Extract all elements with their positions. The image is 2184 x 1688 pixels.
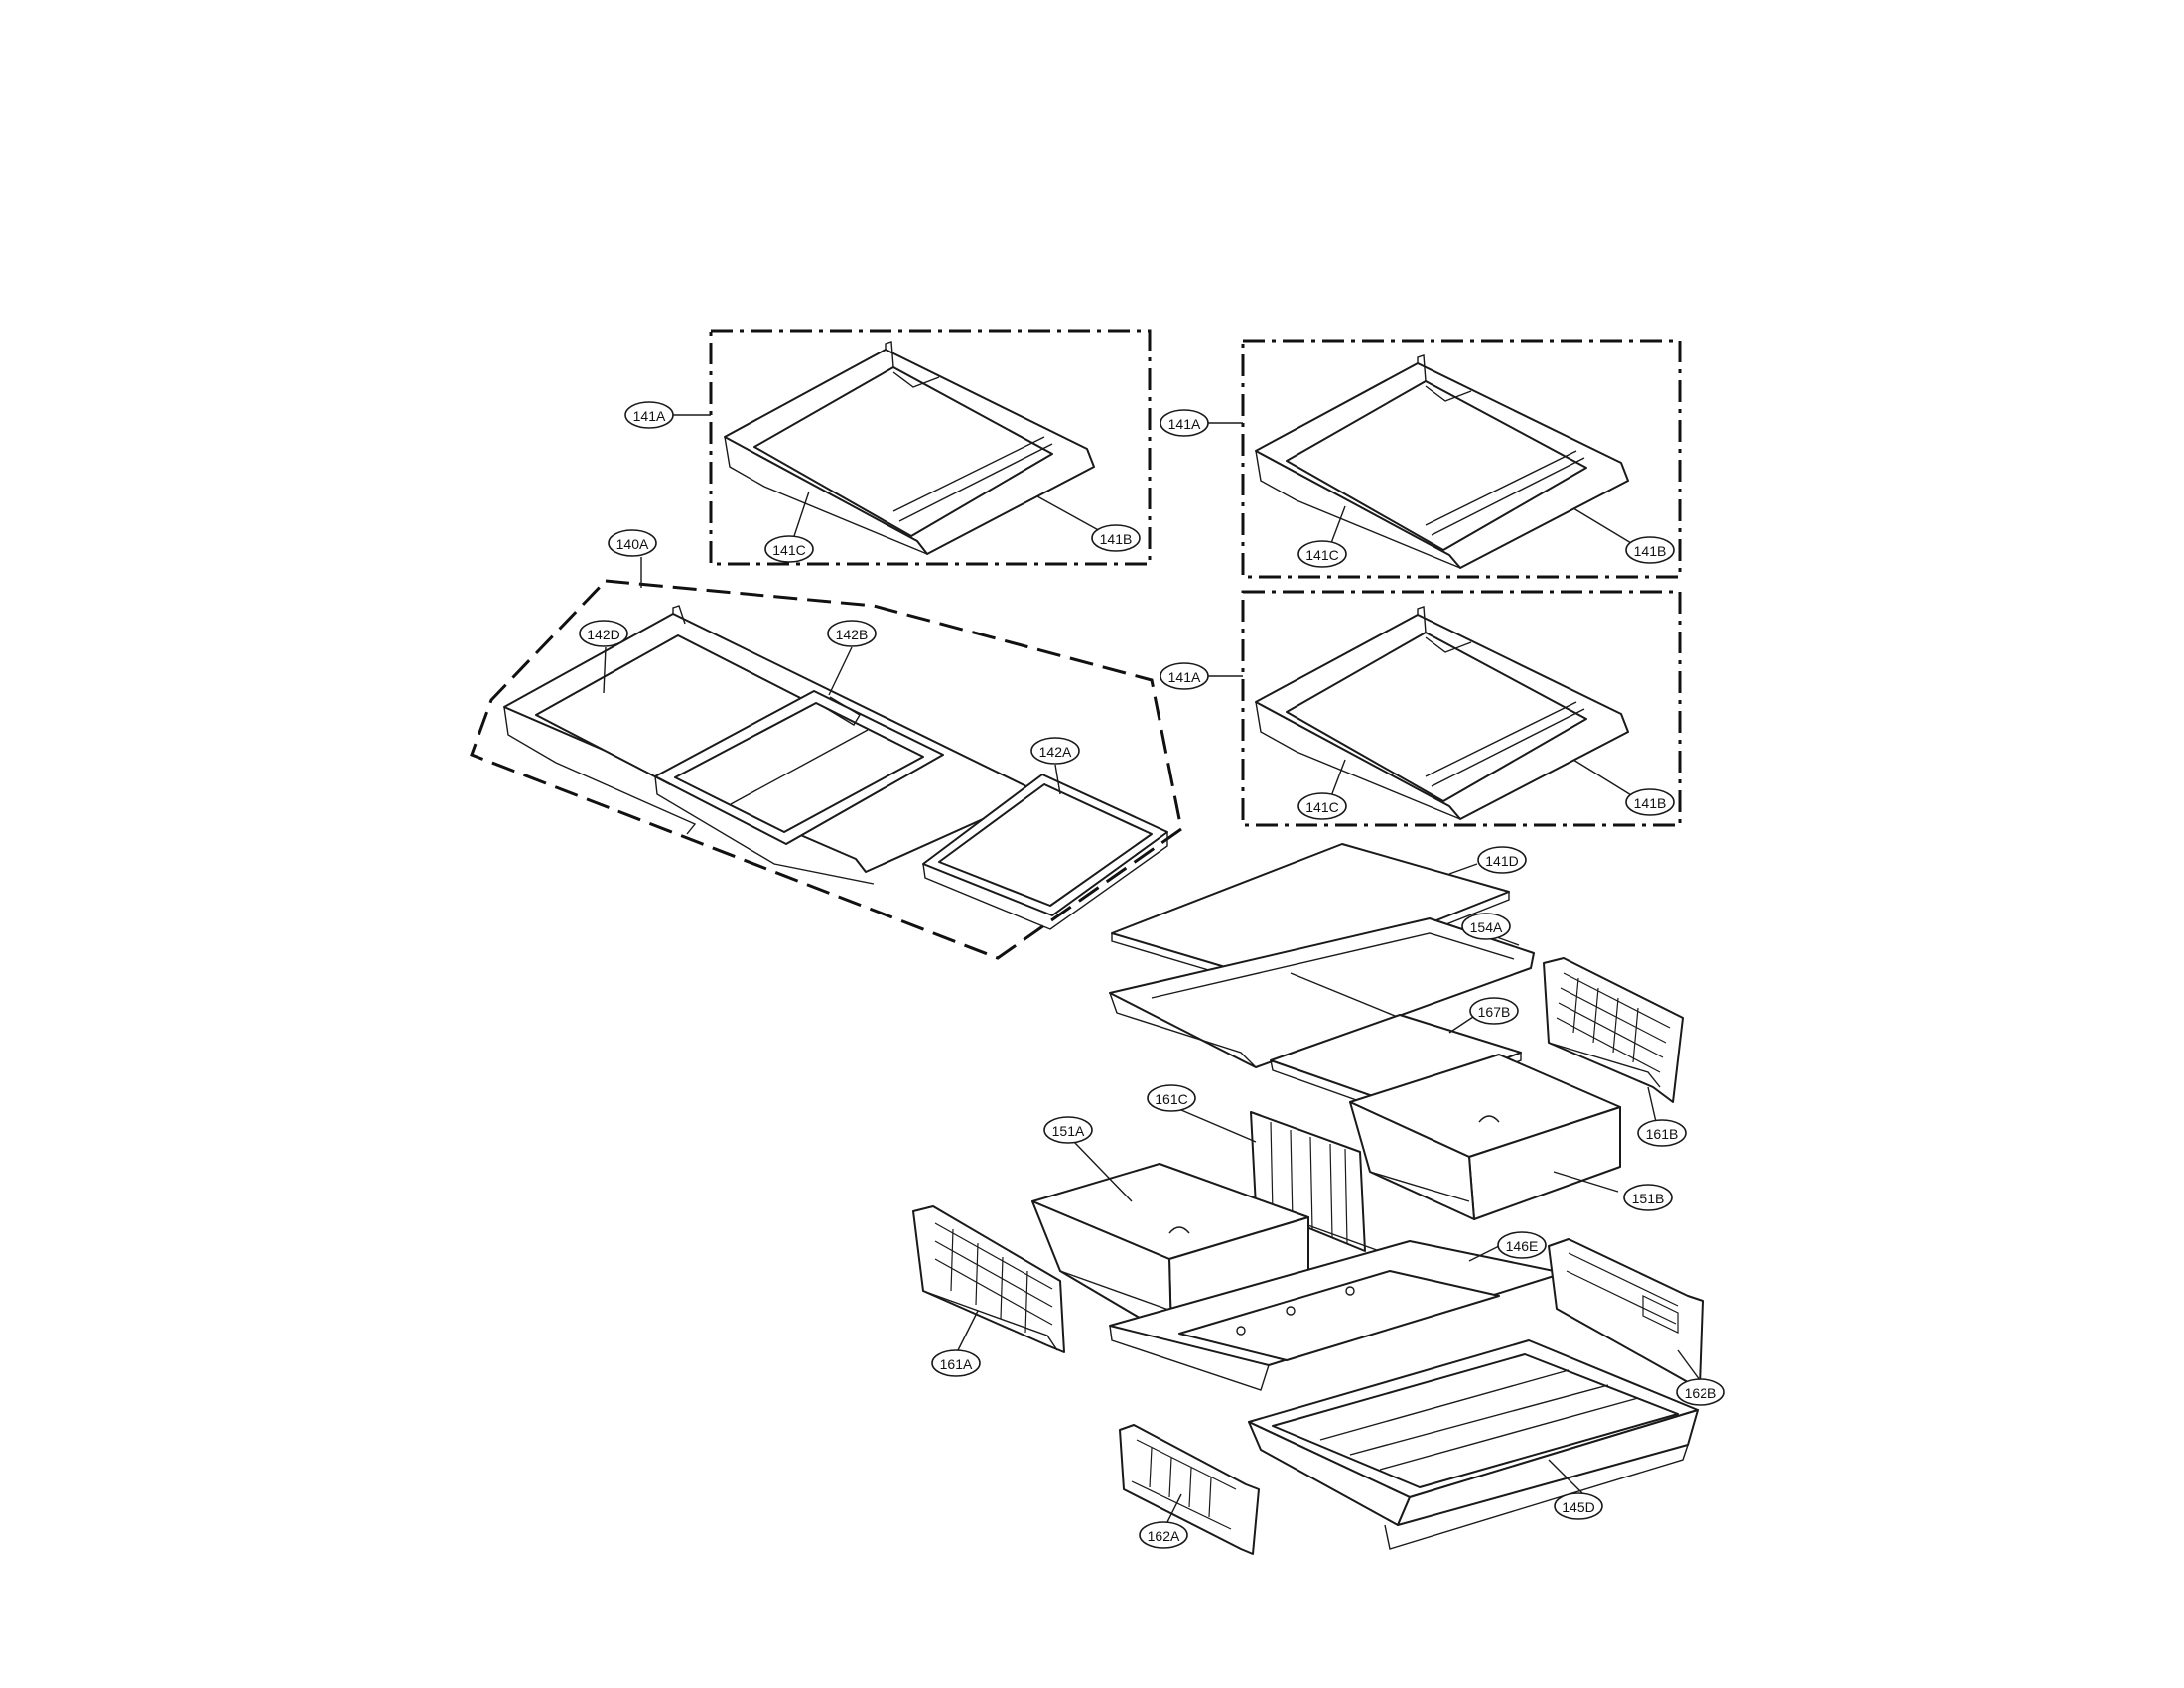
callout-label-145D: 145D [1562, 1499, 1594, 1515]
callout: 142A [1030, 737, 1080, 765]
callout: 141A [1160, 662, 1209, 690]
assembly-box-shelf-3 [1241, 590, 1682, 827]
vent-161B [1543, 957, 1684, 1103]
callout: 151B [1623, 1184, 1673, 1211]
vent-162A [1119, 1424, 1260, 1555]
sliding-shelf-assembly [503, 605, 1168, 930]
callout: 161B [1637, 1119, 1687, 1147]
callout: 167B [1469, 997, 1519, 1025]
callout: 142B [827, 620, 877, 647]
callout-label-141C: 141C [1305, 547, 1338, 563]
callout: 141B [1625, 788, 1675, 816]
callout-label-141B: 141B [1634, 795, 1667, 811]
callout: 141C [1297, 540, 1347, 568]
callout-label-167B: 167B [1478, 1004, 1511, 1020]
callout-label-141D: 141D [1485, 853, 1518, 869]
pantry-drawer-145D [1248, 1339, 1699, 1550]
callout-label-162A: 162A [1148, 1528, 1180, 1544]
callout-label-141A: 141A [1168, 669, 1201, 685]
callout-label-154A: 154A [1470, 919, 1503, 935]
assembly-box-shelf-2 [1241, 339, 1682, 579]
callout-label-161A: 161A [940, 1356, 973, 1372]
callout: 142D [579, 620, 628, 647]
callout: 141C [764, 535, 814, 563]
callout-label-142B: 142B [836, 627, 869, 642]
callout-label-141A: 141A [1168, 416, 1201, 432]
callout-label-151B: 151B [1632, 1191, 1665, 1206]
callout-label-146E: 146E [1506, 1238, 1539, 1254]
callout: 146E [1497, 1231, 1547, 1259]
shelf-assembly-1 [724, 341, 1095, 555]
callout: 141B [1091, 524, 1141, 552]
vent-162B [1548, 1238, 1704, 1386]
callout-label-140A: 140A [616, 536, 649, 552]
callout-label-142A: 142A [1039, 744, 1072, 760]
shelf-frame-154A [1109, 917, 1535, 1068]
assembly-box-shelf-1 [709, 329, 1152, 566]
callout-label-162B: 162B [1685, 1385, 1717, 1401]
callout: 161C [1147, 1084, 1196, 1112]
shelf-assembly-3 [1255, 606, 1629, 820]
callout: 141C [1297, 792, 1347, 820]
callout-label-141C: 141C [1305, 799, 1338, 815]
callout-label-161C: 161C [1155, 1091, 1187, 1107]
callout: 162A [1139, 1521, 1188, 1549]
callout-label-141C: 141C [772, 542, 805, 558]
callout-label-151A: 151A [1052, 1123, 1085, 1139]
callout-label-141B: 141B [1100, 531, 1133, 547]
callout-label-141A: 141A [633, 408, 666, 424]
shelf-assembly-2 [1255, 354, 1629, 569]
assembly-box-sliding-shelf [470, 579, 1183, 960]
callout: 161A [931, 1349, 981, 1377]
callout: 140A [608, 529, 657, 557]
callout: 141B [1625, 536, 1675, 564]
callout: 141A [624, 401, 674, 429]
callout-label-161B: 161B [1646, 1126, 1679, 1142]
callout: 141A [1160, 409, 1209, 437]
callout: 151A [1043, 1116, 1093, 1144]
callout: 141D [1477, 846, 1527, 874]
callout: 145D [1554, 1492, 1603, 1520]
callout-label-142D: 142D [587, 627, 619, 642]
callout: 162B [1676, 1378, 1725, 1406]
callout-label-141B: 141B [1634, 543, 1667, 559]
callout: 154A [1461, 913, 1511, 940]
vent-161A [912, 1205, 1065, 1353]
crisper-drawer-151B [1349, 1054, 1621, 1220]
